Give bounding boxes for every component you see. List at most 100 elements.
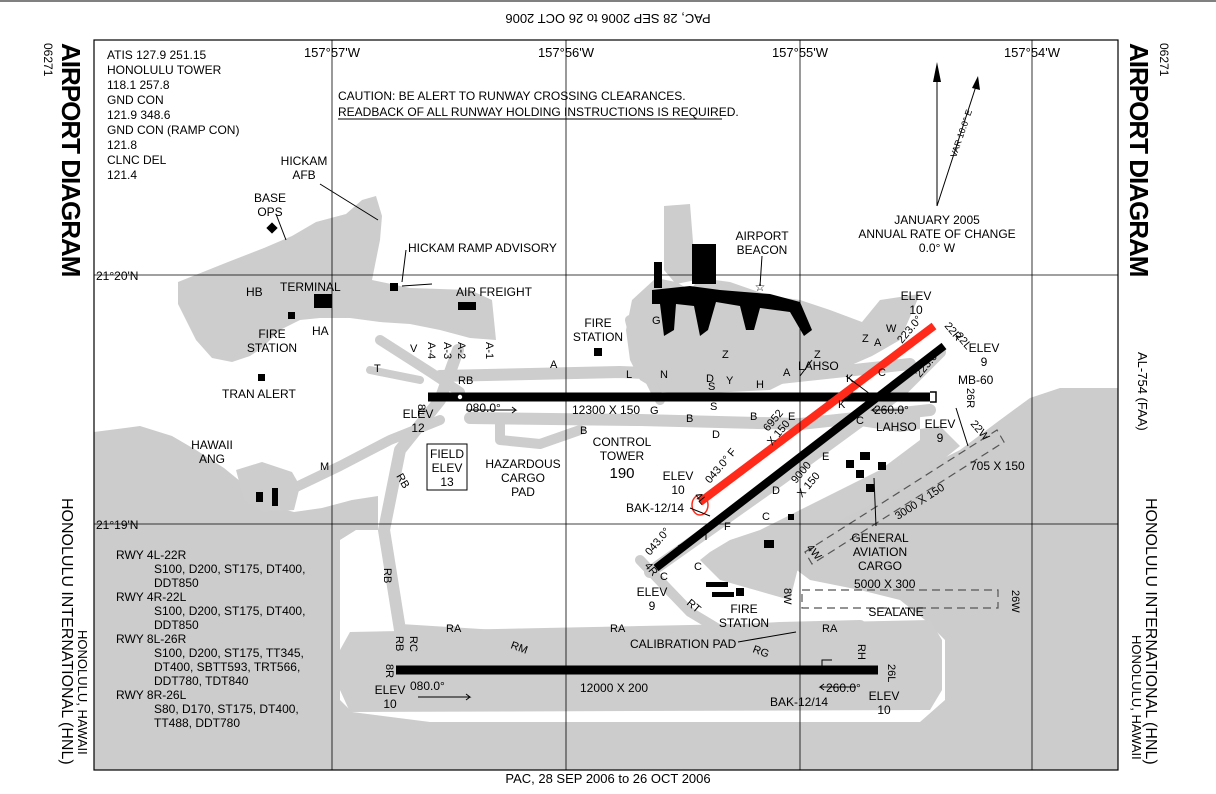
bak-label: BAK-12/14 [626, 501, 684, 515]
ga-hangar-1 [846, 460, 854, 468]
runway-26r-label: 26R [964, 388, 976, 408]
ga-hangar-5 [866, 484, 874, 492]
taxiway-label: A-2 [455, 342, 467, 359]
taxiway-label: RB [458, 375, 473, 387]
taxiway-label: A [874, 337, 882, 349]
taxiway-label: RH [855, 644, 867, 660]
elev-label: ELEV [901, 289, 932, 303]
taxiway-label: C [762, 511, 770, 523]
taxiway-label: F [724, 521, 731, 533]
runway-8r-dimensions: 12000 X 200 [580, 681, 648, 695]
rwy-name: RWY 8L-26R [116, 632, 187, 646]
rwy-name: RWY 4R-22L [116, 590, 187, 604]
south-cargo-3 [764, 540, 774, 548]
taxiway-label: RM [509, 640, 529, 657]
bak-label: BAK-12/14 [770, 695, 828, 709]
taxiway-a [434, 358, 916, 384]
runway-26l-label: 26L [885, 664, 897, 682]
taxiway-label: T [374, 363, 381, 375]
gate-pier-2 [692, 244, 716, 284]
ga-ramp [700, 408, 960, 600]
lat-lon-grid [94, 40, 1118, 770]
taxiway-label: B [750, 411, 757, 423]
cargo-label: CARGO [501, 471, 545, 485]
frequency-line: HONOLULU TOWER [107, 63, 222, 77]
taxiway-label: M [320, 461, 329, 473]
magnetic-north-line [936, 79, 979, 207]
control-tower-l3: 190 [609, 465, 634, 482]
taxiway-label: Y [726, 375, 734, 387]
airport-label: AIRPORT [735, 229, 789, 243]
hickam-ramp-building [390, 283, 398, 291]
hb-label: HB [246, 285, 263, 299]
taxiway-label: RA [822, 623, 838, 635]
lon-label: 157°56'W [538, 45, 595, 60]
left-title: AIRPORT DIAGRAM [56, 43, 86, 276]
taxiway-label: RA [610, 623, 626, 635]
taxiway-label: A [550, 359, 558, 371]
ga-hangar-2 [860, 452, 870, 460]
ang-building-1 [256, 492, 263, 502]
elev-label: ELEV [869, 689, 900, 703]
heading-080-8r: 080.0° [410, 679, 445, 693]
taxiway-label: RB [381, 568, 393, 583]
ang-building-2 [272, 488, 278, 506]
taxiway-label: A-4 [425, 342, 437, 359]
taxiway-m [285, 415, 445, 495]
variation-date: JANUARY 2005 [894, 213, 980, 227]
general-label: GENERAL [851, 531, 909, 545]
hawaii-label: HAWAII [191, 438, 233, 452]
rwy-strength: DT400, SBTT593, TRT566, [154, 660, 300, 674]
tran-alert-building [258, 374, 265, 381]
control-tower-l2: TOWER [600, 449, 645, 463]
top-validity-inverted: PAC, 28 SEP 2006 to 26 OCT 2006 [505, 11, 710, 26]
lat-label: 21°19'N [96, 518, 138, 532]
elev-value: 10 [671, 483, 685, 497]
frequency-block: ATIS 127.9 251.15 HONOLULU TOWER 118.1 2… [107, 48, 239, 182]
lon-label: 157°57'W [304, 45, 361, 60]
ops-label: OPS [257, 205, 282, 219]
taxiway-label: H [756, 379, 764, 391]
field-elev-box [426, 443, 468, 491]
taxiway-label: A-1 [483, 342, 495, 359]
frequency-line: 121.8 [107, 138, 137, 152]
frequency-line: ATIS 127.9 251.15 [107, 48, 207, 62]
runway-26r-dimensions: 705 X 150 [970, 459, 1025, 473]
variation-value: VAR 10.0° E [948, 108, 974, 159]
variation-rate-label: ANNUAL RATE OF CHANGE [858, 227, 1015, 241]
taxiway-label: N [660, 369, 668, 381]
rwy-strength: DDT850 [154, 576, 199, 590]
bottom-validity: PAC, 28 SEP 2006 to 26 OCT 2006 [505, 771, 710, 786]
fire-station-south [736, 588, 744, 596]
hickam-ramp-label: HICKAM RAMP ADVISORY [408, 241, 557, 255]
fire-label: FIRE [258, 327, 285, 341]
hickam-ramp [178, 196, 496, 362]
taxiway-labels: A A A A-1 A-2 A-3 A-4 B B B C C C C C D … [320, 303, 897, 660]
left-code: 06271 [41, 43, 55, 77]
ang-label: ANG [199, 452, 225, 466]
ha-label: HA [312, 324, 329, 338]
taxiway-label: C [878, 367, 886, 379]
runway-8w-26w-sealane [801, 589, 999, 609]
taxiway-l [625, 315, 665, 405]
rwy-strength: S100, D200, ST175, DT400, [154, 562, 305, 576]
afb-label: AFB [292, 168, 315, 182]
taxiway-label: K [838, 399, 846, 411]
taxiway-hazard-loop [495, 415, 585, 449]
base-ops-building [266, 222, 278, 234]
elev-label: ELEV [375, 683, 406, 697]
taxiway-label: Z [862, 333, 869, 345]
runway-8r-label: 8R [383, 664, 395, 678]
taxiway-v [375, 335, 465, 397]
rwy-strength: DDT850 [154, 618, 199, 632]
runway-4w-22w-sealane [804, 429, 1005, 565]
frequency-line: GND CON (RAMP CON) [107, 123, 239, 137]
taxiway-label: RC [407, 636, 419, 652]
cargo-label: CARGO [858, 559, 902, 573]
ga-hangar-6 [788, 514, 794, 520]
taxiway-label: RG [751, 644, 771, 661]
taxiway-label: S [710, 401, 717, 413]
air-freight-building [458, 302, 476, 310]
runway-4l-22r [697, 322, 937, 506]
taxiway-label: Z [722, 349, 729, 361]
